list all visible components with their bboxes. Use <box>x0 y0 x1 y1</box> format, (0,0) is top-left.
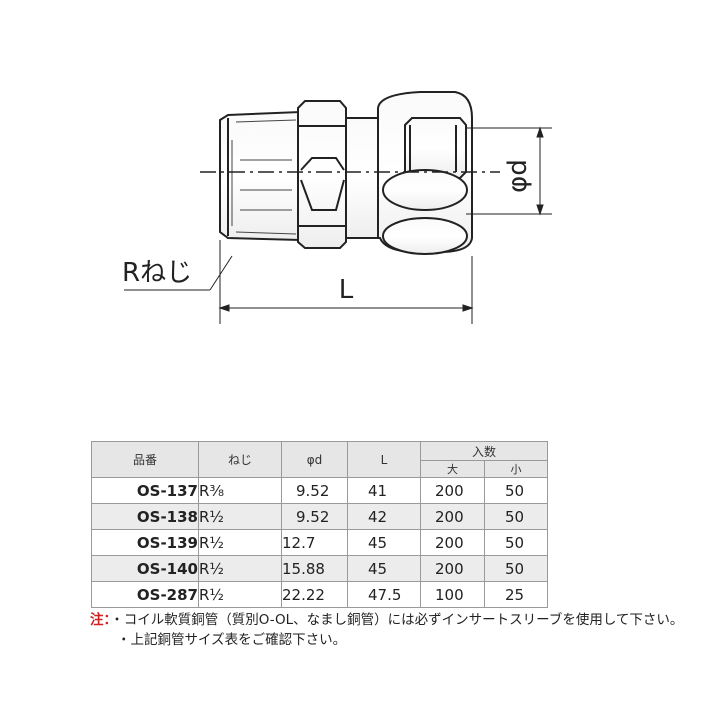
small-qty-cell: 50 <box>484 555 548 582</box>
header-quantity: 入数 <box>420 441 548 461</box>
fitting-diagram: φd L Rねじ <box>122 91 552 324</box>
header-small: 小 <box>484 460 548 478</box>
header-part-no: 品番 <box>91 441 199 478</box>
small-qty-cell: 50 <box>484 477 548 504</box>
note-line-2: ・上記銅管サイズ表をご確認下さい。 <box>90 630 683 650</box>
diameter-label: φd <box>503 159 533 193</box>
small-qty-cell: 50 <box>484 529 548 556</box>
length-cell: 47.5 <box>347 581 421 608</box>
diameter-cell: 22.22 <box>281 581 348 608</box>
large-qty-cell: 200 <box>420 503 485 530</box>
length-label: L <box>339 275 354 305</box>
large-qty-cell: 100 <box>420 581 485 608</box>
diameter-cell: 15.88 <box>281 555 348 582</box>
thread-lines <box>231 119 297 235</box>
notes: 注：・コイル軟質銅管（質別O-OL、なまし銅管）には必ずインサートスリーブを使用… <box>90 610 683 650</box>
length-dimension <box>218 240 474 324</box>
diameter-dimension <box>466 126 552 216</box>
spec-table: 品番 ねじ φd L 入数 大 小 OS-137 R³⁄₈ 9.52 41 20… <box>91 441 548 608</box>
part-no-cell: OS-140 <box>91 555 199 582</box>
length-cell: 41 <box>347 477 421 504</box>
header-large: 大 <box>420 460 485 478</box>
table-row: OS-137 R³⁄₈ 9.52 41 200 50 <box>91 477 548 504</box>
table-row: OS-139 R½ 12.7 45 200 50 <box>91 529 548 556</box>
note-label: 注： <box>90 612 111 628</box>
table-row: OS-140 R½ 15.88 45 200 50 <box>91 555 548 582</box>
thread-label: Rねじ <box>122 258 192 288</box>
large-qty-cell: 200 <box>420 529 485 556</box>
header-length: L <box>347 441 421 478</box>
part-no-cell: OS-139 <box>91 529 199 556</box>
table-row: OS-138 R½ 9.52 42 200 50 <box>91 503 548 530</box>
table-row: OS-287 R½ 22.22 47.5 100 25 <box>91 581 548 608</box>
fitting-body <box>219 91 473 255</box>
thread-cell: R³⁄₈ <box>198 477 282 504</box>
length-cell: 45 <box>347 555 421 582</box>
thread-cell: R½ <box>198 503 282 530</box>
diameter-cell: 9.52 <box>281 477 348 504</box>
note-text-2: ・上記銅管サイズ表をご確認下さい。 <box>117 632 347 648</box>
header-diameter: φd <box>281 441 348 478</box>
diameter-cell: 12.7 <box>281 529 348 556</box>
length-cell: 42 <box>347 503 421 530</box>
length-cell: 45 <box>347 529 421 556</box>
thread-leader <box>124 255 233 291</box>
large-qty-cell: 200 <box>420 555 485 582</box>
header-thread: ねじ <box>198 441 282 478</box>
diameter-cell: 9.52 <box>281 503 348 530</box>
thread-cell: R½ <box>198 529 282 556</box>
part-no-cell: OS-137 <box>91 477 199 504</box>
note-line-1: 注：・コイル軟質銅管（質別O-OL、なまし銅管）には必ずインサートスリーブを使用… <box>90 610 683 630</box>
note-text-1: ・コイル軟質銅管（質別O-OL、なまし銅管）には必ずインサートスリーブを使用して… <box>110 612 684 628</box>
thread-cell: R½ <box>198 555 282 582</box>
thread-cell: R½ <box>198 581 282 608</box>
small-qty-cell: 25 <box>484 581 548 608</box>
large-qty-cell: 200 <box>420 477 485 504</box>
part-no-cell: OS-287 <box>91 581 199 608</box>
small-qty-cell: 50 <box>484 503 548 530</box>
part-no-cell: OS-138 <box>91 503 199 530</box>
